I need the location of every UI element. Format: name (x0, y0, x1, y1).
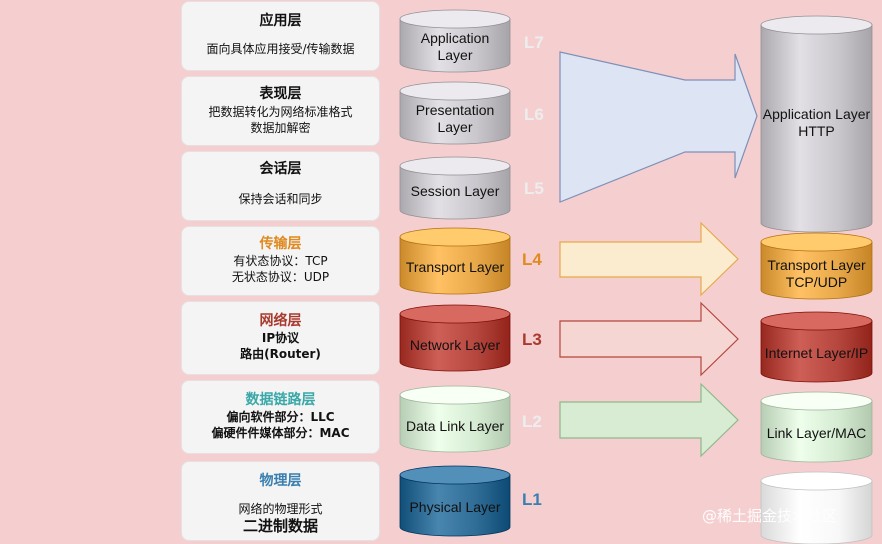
cylinder-top (399, 9, 511, 29)
arrow-datalink (559, 382, 739, 458)
arrow-transport (559, 221, 739, 297)
layer-number-l1: L1 (522, 490, 542, 509)
layer-number-l2: L2 (522, 412, 542, 431)
osi-cylinder-network: Network Layer (399, 304, 511, 372)
card-desc: 路由(Router) (240, 347, 321, 361)
tcpip-cylinder-link: Link Layer/MAC (760, 391, 873, 463)
osi-card-physical: 物理层 网络的物理形式 二进制数据 (181, 461, 380, 541)
label-line: Application Layer (762, 106, 871, 122)
cylinder-body (760, 24, 873, 233)
card-title: 应用层 (259, 13, 302, 29)
card-title: 表现层 (259, 86, 302, 102)
cylinder-top (760, 471, 873, 491)
tcpip-cylinder-application: Application Layer HTTP (760, 15, 873, 233)
osi-card-presentation: 表现层 把数据转化为网络标准格式 数据加解密 (181, 76, 380, 146)
layer-number-l4: L4 (522, 250, 542, 269)
cylinder-body (399, 313, 511, 372)
cylinder-top (760, 311, 873, 331)
osi-cylinder-physical: Physical Layer (399, 465, 511, 537)
layer-number-l7: L7 (524, 33, 544, 52)
card-title: 会话层 (259, 161, 302, 177)
card-desc: 网络的物理形式 (238, 502, 323, 516)
card-desc: 保持会话和同步 (238, 192, 323, 206)
cylinder-label: Transport Layer TCP/UDP (761, 257, 872, 291)
cylinder-label: Application Layer HTTP (761, 106, 872, 140)
card-desc: 把数据转化为网络标准格式 (208, 105, 353, 119)
cylinder-top (760, 391, 873, 411)
card-desc: 有状态协议：TCP (233, 254, 328, 268)
card-title: 物理层 (259, 473, 302, 489)
cylinder-body (399, 474, 511, 537)
cylinder-top (760, 232, 873, 252)
cylinder-top (399, 156, 511, 176)
card-title: 数据链路层 (245, 392, 316, 408)
cylinder-label: Physical Layer (409, 499, 501, 515)
card-desc: IP协议 (261, 331, 300, 345)
cylinder-body (760, 241, 873, 300)
cylinder-top (399, 227, 511, 247)
card-desc: 无状态协议：UDP (231, 270, 330, 284)
cylinder-top (399, 304, 511, 324)
cylinder-top (760, 15, 873, 35)
cylinder-top (399, 465, 511, 485)
layer-number-l6: L6 (524, 105, 544, 124)
osi-cylinder-transport: Transport Layer (399, 227, 511, 295)
cylinder-label: Transport Layer (405, 259, 505, 275)
label-line: Link Layer/MAC (766, 425, 867, 441)
label-line: TCP/UDP (785, 274, 848, 290)
cylinder-label: Link Layer/MAC (761, 425, 872, 442)
tcpip-cylinder-physical (760, 471, 873, 544)
cylinder-body (760, 400, 873, 463)
label-line: Internet Layer/IP (764, 345, 869, 361)
tcpip-cylinder-transport: Transport Layer TCP/UDP (760, 232, 873, 300)
osi-card-transport: 传输层 有状态协议：TCP 无状态协议：UDP (181, 226, 380, 296)
card-desc: 二进制数据 (242, 517, 318, 535)
cylinder-label: Network Layer (409, 337, 501, 353)
osi-card-session: 会话层 保持会话和同步 (181, 151, 380, 221)
osi-cylinder-session: Session Layer (399, 156, 511, 220)
tcpip-cylinder-internet: Internet Layer/IP (760, 311, 873, 383)
layer-number-l5: L5 (524, 179, 544, 198)
layer-number-l3: L3 (522, 330, 542, 349)
arrow-app-group (559, 51, 758, 203)
cylinder-label: Internet Layer/IP (761, 345, 872, 362)
cylinder-body (399, 18, 511, 73)
osi-card-datalink: 数据链路层 偏向软件部分：LLC 偏硬件件媒体部分：MAC (181, 380, 380, 454)
card-title: 传输层 (259, 236, 302, 252)
label-line: HTTP (798, 123, 835, 139)
cylinder-body (399, 236, 511, 295)
cylinder-body (399, 90, 511, 145)
cylinder-body (399, 165, 511, 220)
osi-card-network: 网络层 IP协议 路由(Router) (181, 301, 380, 375)
osi-card-application: 应用层 面向具体应用接受/传输数据 (181, 1, 380, 71)
cylinder-body (760, 320, 873, 383)
watermark: @稀土掘金技术社区 (702, 507, 838, 525)
cylinder-label: Session Layer (410, 183, 500, 199)
cylinder-top (399, 385, 511, 405)
card-desc: 偏硬件件媒体部分：MAC (211, 426, 350, 440)
card-desc: 偏向软件部分：LLC (226, 410, 335, 424)
card-title: 网络层 (259, 313, 302, 329)
cylinder-label: Data Link Layer (405, 418, 505, 434)
cylinder-body (399, 394, 511, 453)
label-line: Transport Layer (767, 257, 866, 273)
arrow-network (559, 301, 739, 377)
osi-cylinder-datalink: Data Link Layer (399, 385, 511, 453)
cylinder-top (399, 81, 511, 101)
card-desc: 面向具体应用接受/传输数据 (206, 42, 355, 56)
card-desc: 数据加解密 (250, 121, 311, 135)
